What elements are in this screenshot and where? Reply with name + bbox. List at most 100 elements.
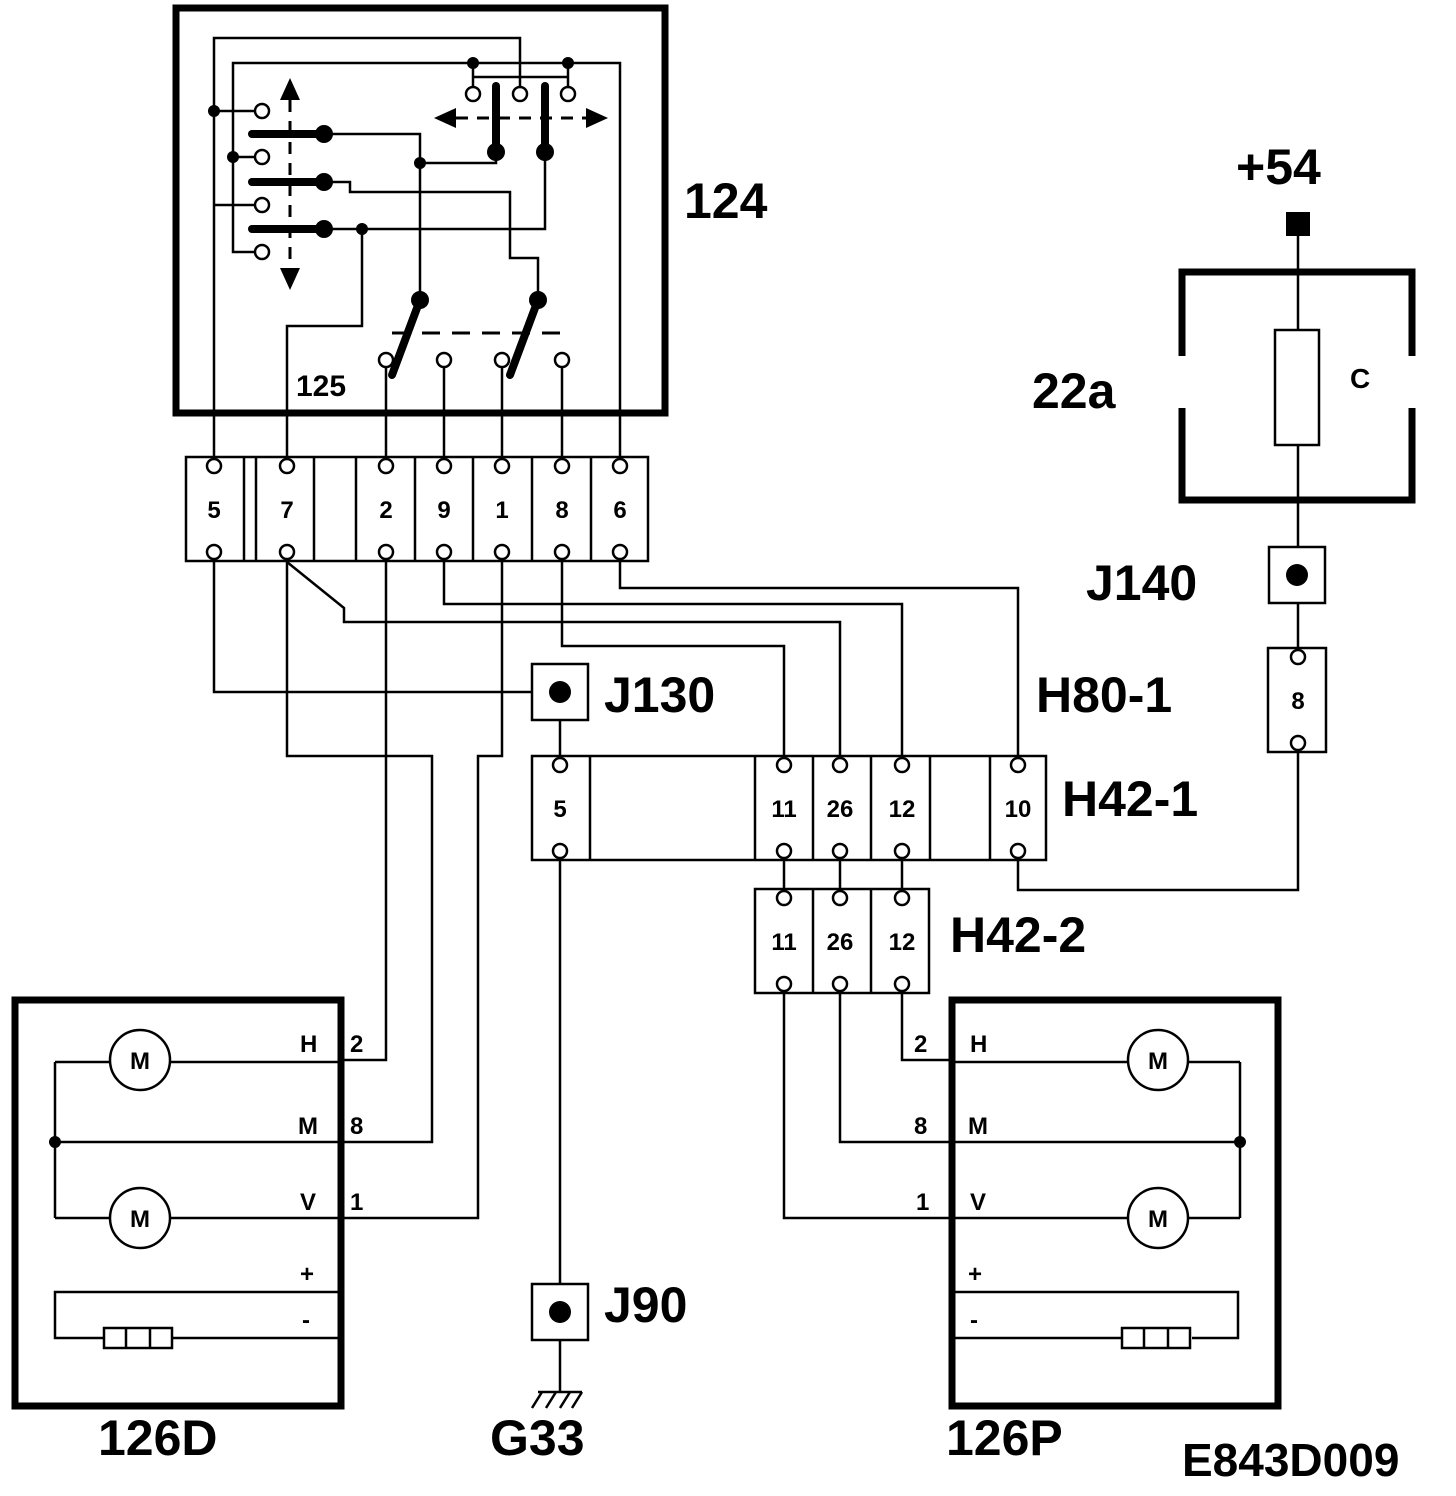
term-minus-d: -: [302, 1307, 310, 1334]
switch-connector-pin-label: 5: [207, 497, 220, 524]
pin-contact-icon: [611, 543, 629, 561]
connector-h80-1-label: H80-1: [1036, 667, 1172, 723]
switch-125: 125: [296, 291, 571, 462]
term-plus-d: +: [300, 1261, 314, 1288]
h42-2-pin-2: 26: [827, 889, 853, 993]
term-v-pin-d: 1: [350, 1189, 363, 1216]
h42-1-pin-label: 12: [889, 796, 916, 823]
h42-1-pin-0: 5: [551, 756, 569, 860]
pin-contact-icon: [893, 975, 911, 993]
fuse-block-22a: C 22a: [1032, 236, 1416, 566]
term-m-pin-d: 8: [350, 1113, 363, 1140]
mirror-126p-label: 126P: [946, 1410, 1063, 1466]
pin-contact-icon: [1009, 756, 1027, 774]
pin-contact-icon: [611, 457, 629, 475]
switch-124: 125: [172, 4, 669, 462]
switch-connector-pin-0: 5: [205, 457, 223, 561]
pin-contact-icon: [831, 975, 849, 993]
switch-connector-pin-label: 7: [280, 497, 293, 524]
mirror-126d-label: 126D: [98, 1410, 218, 1466]
pin-contact-icon: [493, 457, 511, 475]
term-m-p: M: [968, 1113, 988, 1140]
switch-connector-pin-12: 8: [553, 457, 571, 561]
motor-h-icon: [108, 1028, 172, 1092]
pin-contact-icon: [775, 842, 793, 860]
switch-connector-pin-label: 8: [555, 497, 568, 524]
connector-h42-1: 5 11 26 12 10: [530, 754, 1048, 862]
h42-1-pin-7: 12: [889, 756, 916, 860]
pin-contact-icon: [1289, 734, 1307, 752]
h80-pin-0: 8: [1289, 648, 1307, 752]
h42-2-pin-label: 12: [889, 929, 916, 956]
pin-contact-icon: [893, 889, 911, 907]
junction-j140-label: J140: [1086, 555, 1197, 611]
pin-contact-icon: [893, 842, 911, 860]
switch-connector-pin-label: 6: [613, 497, 626, 524]
h42-1-pin-label: 11: [771, 796, 796, 823]
pin-contact-icon: [553, 543, 571, 561]
pin-contact-icon: [205, 457, 223, 475]
pin-contact-icon: [551, 756, 569, 774]
switch-connector-pin-label: 1: [495, 497, 508, 524]
h42-1-pin-3: 11: [771, 756, 797, 860]
pin-contact-icon: [377, 543, 395, 561]
junction-j130-label: J130: [604, 667, 715, 723]
connector-h80-1: 8: [1266, 646, 1328, 754]
motor-h-label: M: [130, 1048, 150, 1075]
switch-125-label: 125: [296, 370, 346, 403]
motor-v-icon: [108, 1186, 172, 1250]
term-h-d: H: [300, 1031, 317, 1058]
switch-connector-pin-8: 9: [435, 457, 453, 561]
pin-contact-icon: [553, 457, 571, 475]
fuse-label: C: [1350, 363, 1370, 394]
connector-h42-2: 11 26 12: [753, 887, 931, 995]
ground-g33: G33: [490, 1340, 585, 1466]
motor-h-icon: [1126, 1028, 1190, 1092]
switch-connector-pin-label: 2: [379, 497, 392, 524]
term-v-p: V: [970, 1189, 986, 1216]
fuse-block-label: 22a: [1032, 363, 1117, 419]
term-minus-p: -: [970, 1307, 978, 1334]
pin-contact-icon: [831, 842, 849, 860]
term-h-pin-p: 2: [914, 1031, 927, 1058]
pin-contact-icon: [377, 457, 395, 475]
motor-v-label: M: [130, 1206, 150, 1233]
h42-1-pin-label: 26: [827, 796, 854, 823]
pin-contact-icon: [435, 457, 453, 475]
h42-1-pin-10: 10: [1005, 756, 1032, 860]
connector-h42-1-label: H42-1: [1062, 771, 1198, 827]
term-plus-p: +: [968, 1261, 982, 1288]
pin-contact-icon: [493, 543, 511, 561]
switch-connector-pin-3: 7: [278, 457, 296, 561]
term-m-pin-p: 8: [914, 1113, 927, 1140]
h80-pin-label: 8: [1291, 688, 1304, 715]
h42-2-pin-0: 11: [771, 889, 797, 993]
term-v-pin-p: 1: [916, 1189, 929, 1216]
pin-contact-icon: [775, 756, 793, 774]
h42-1-pin-label: 5: [553, 796, 566, 823]
pin-contact-icon: [205, 543, 223, 561]
harness-wires: [212, 561, 1300, 1284]
switch-connector-pin-6: 2: [377, 457, 395, 561]
h42-2-pin-label: 11: [771, 929, 796, 956]
pin-contact-icon: [893, 756, 911, 774]
junction-j130: J130: [530, 662, 715, 723]
h42-2-pin-4: 12: [889, 889, 916, 993]
ground-label: G33: [490, 1410, 585, 1466]
pin-contact-icon: [775, 975, 793, 993]
connector-h42-2-label: H42-2: [950, 907, 1086, 963]
pin-contact-icon: [1289, 648, 1307, 666]
heater-icon: [1120, 1326, 1192, 1350]
pin-contact-icon: [278, 457, 296, 475]
junction-j90: J90: [530, 1277, 687, 1342]
h42-1-pin-label: 10: [1005, 796, 1032, 823]
switch-connector: 5 7 2 9 1 8 6: [184, 455, 650, 563]
junction-j140: J140: [1086, 545, 1327, 650]
mirror-126d: M M H 2 M 8 V 1 + -: [11, 996, 363, 1410]
pin-contact-icon: [1009, 842, 1027, 860]
switch-connector-pin-14: 6: [611, 457, 629, 561]
h42-1-pin-5: 26: [827, 756, 854, 860]
pin-contact-icon: [551, 842, 569, 860]
motor-v-label: M: [1148, 1206, 1168, 1233]
